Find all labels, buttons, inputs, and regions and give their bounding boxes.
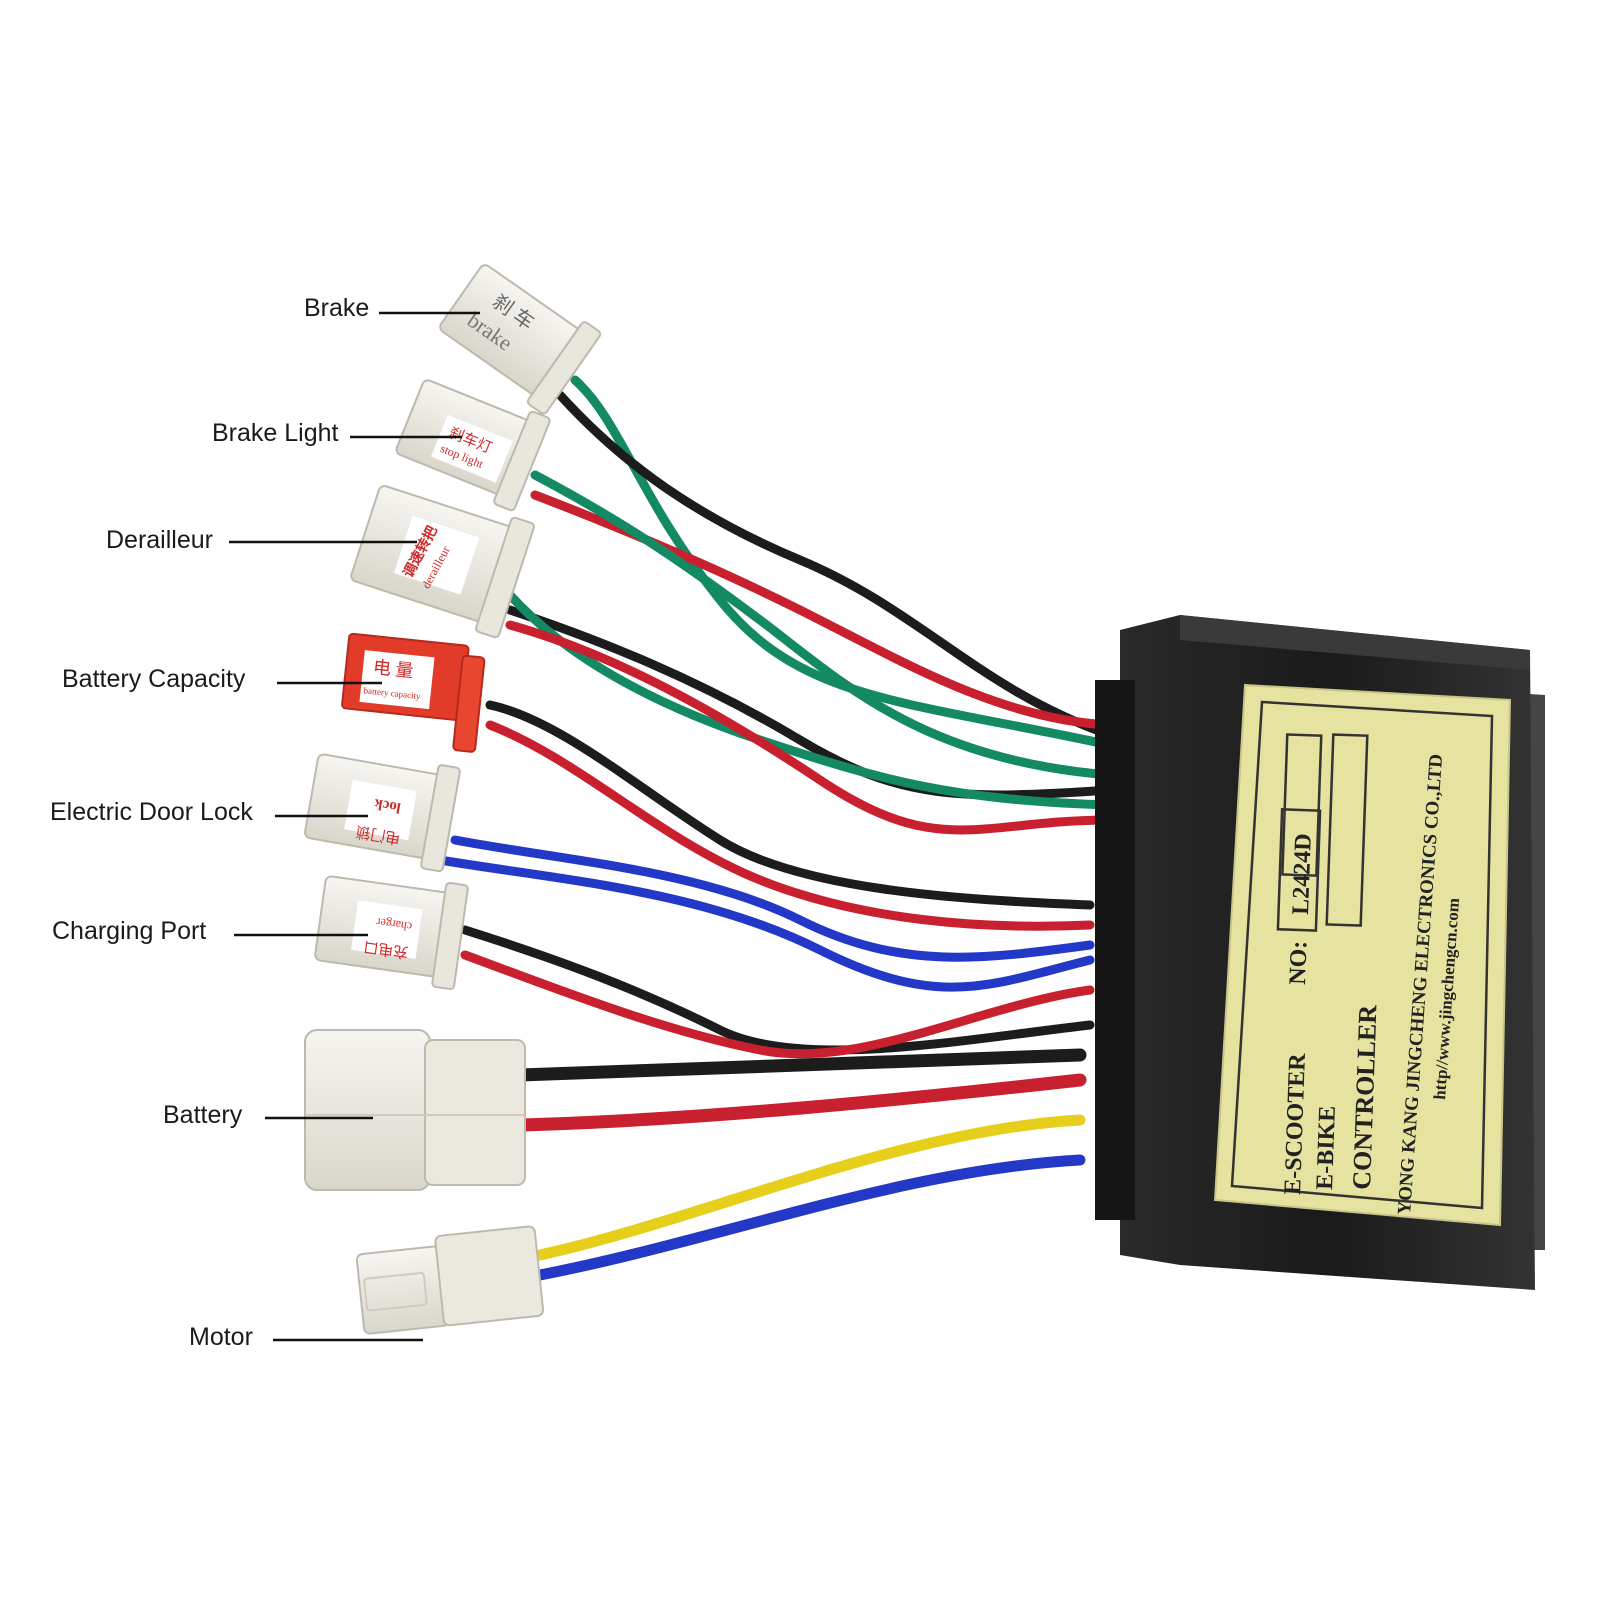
battery-capacity-tag-cn: 电 量 — [372, 657, 414, 681]
leader-lines — [229, 311, 480, 1342]
motor-connector-latch — [363, 1271, 428, 1312]
callout-battery: Battery — [163, 1101, 243, 1129]
label-box-1 — [1281, 733, 1323, 877]
lock-tag-en: lock — [372, 795, 402, 816]
callout-derailleur: Derailleur — [106, 526, 213, 554]
derailleur-connector: 调速转把 derailleur — [350, 485, 535, 639]
brake-light-green-wire — [530, 470, 1115, 780]
controller-rim — [1180, 615, 1530, 670]
derailleur-red-wire — [505, 620, 1115, 835]
motor-connector-front — [434, 1225, 545, 1327]
callout-battery-capacity: Battery Capacity — [62, 665, 246, 693]
lock-connector-collar — [420, 764, 461, 873]
callout-brake: Brake — [304, 294, 370, 322]
label-line-controller: CONTROLLER — [1347, 1004, 1382, 1190]
brake-light-red-wire — [530, 490, 1115, 730]
brake-green-wire — [570, 375, 1115, 750]
label-background — [1213, 683, 1512, 1227]
controller-wire-grommet — [1095, 680, 1135, 1220]
brake-connector: 刹 车 brake — [439, 264, 602, 415]
brake-connector-collar — [526, 321, 602, 415]
battery-capacity-black-wire — [485, 700, 1095, 910]
label-line-ebike: E-BIKE — [1312, 1105, 1341, 1190]
brake-light-connector: 刹车灯 stop light — [395, 379, 551, 512]
label-no: NO: — [1285, 940, 1313, 985]
label-line-escooter: E-SCOOTER — [1280, 1052, 1311, 1195]
charger-black-wire — [460, 925, 1095, 1055]
lock-blue-wire-2 — [435, 855, 1095, 992]
callout-electric-door-lock: Electric Door Lock — [50, 798, 253, 826]
lock-blue-wire-1 — [450, 835, 1095, 962]
callout-brake-light: Brake Light — [212, 419, 339, 447]
brake-light-connector-collar — [493, 410, 551, 512]
callout-motor: Motor — [189, 1323, 253, 1351]
label-box-2 — [1325, 733, 1369, 927]
lock-tag — [344, 779, 417, 841]
derailleur-tag — [393, 515, 480, 595]
charger-connector: 充电口 charger — [314, 875, 469, 990]
motor-connector-rear — [355, 1245, 450, 1335]
charger-connector-collar — [431, 881, 469, 990]
label-model-number: L2424D — [1288, 833, 1317, 915]
derailleur-black-wire — [505, 605, 1115, 800]
battery-red-wire — [513, 1073, 1087, 1132]
controller-box: E-SCOOTER E-BIKE CONTROLLER NO: L2424D Y… — [1095, 615, 1545, 1290]
battery-connector-rear — [304, 1029, 431, 1191]
battery-capacity-red-wire — [485, 720, 1095, 931]
controller-label: E-SCOOTER E-BIKE CONTROLLER NO: L2424D Y… — [1213, 683, 1512, 1227]
derailleur-connector-collar — [475, 516, 535, 639]
motor-blue-wire — [534, 1154, 1086, 1281]
motor-connector — [355, 1225, 545, 1335]
battery-capacity-connector-collar — [452, 654, 486, 753]
battery-black-wire — [513, 1048, 1087, 1082]
label-border — [1230, 700, 1494, 1210]
battery-connector — [304, 1029, 526, 1191]
charger-tag — [351, 900, 423, 959]
charger-red-wire — [460, 950, 1095, 1059]
lock-connector: 电门锁 lock — [304, 753, 461, 873]
callout-charging-port: Charging Port — [52, 917, 207, 945]
label-model-box — [1276, 808, 1322, 932]
wire-bundle — [435, 375, 1115, 1281]
battery-capacity-tag — [359, 650, 435, 710]
battery-capacity-connector: 电 量 battery capacity — [341, 632, 486, 753]
charger-tag-cn: 充电口 — [363, 938, 410, 961]
brake-black-wire — [555, 390, 1115, 740]
motor-yellow-wire — [534, 1114, 1086, 1261]
charger-tag-en: charger — [376, 915, 413, 934]
brake-light-tag — [430, 414, 513, 483]
battery-connector-front — [424, 1039, 526, 1186]
